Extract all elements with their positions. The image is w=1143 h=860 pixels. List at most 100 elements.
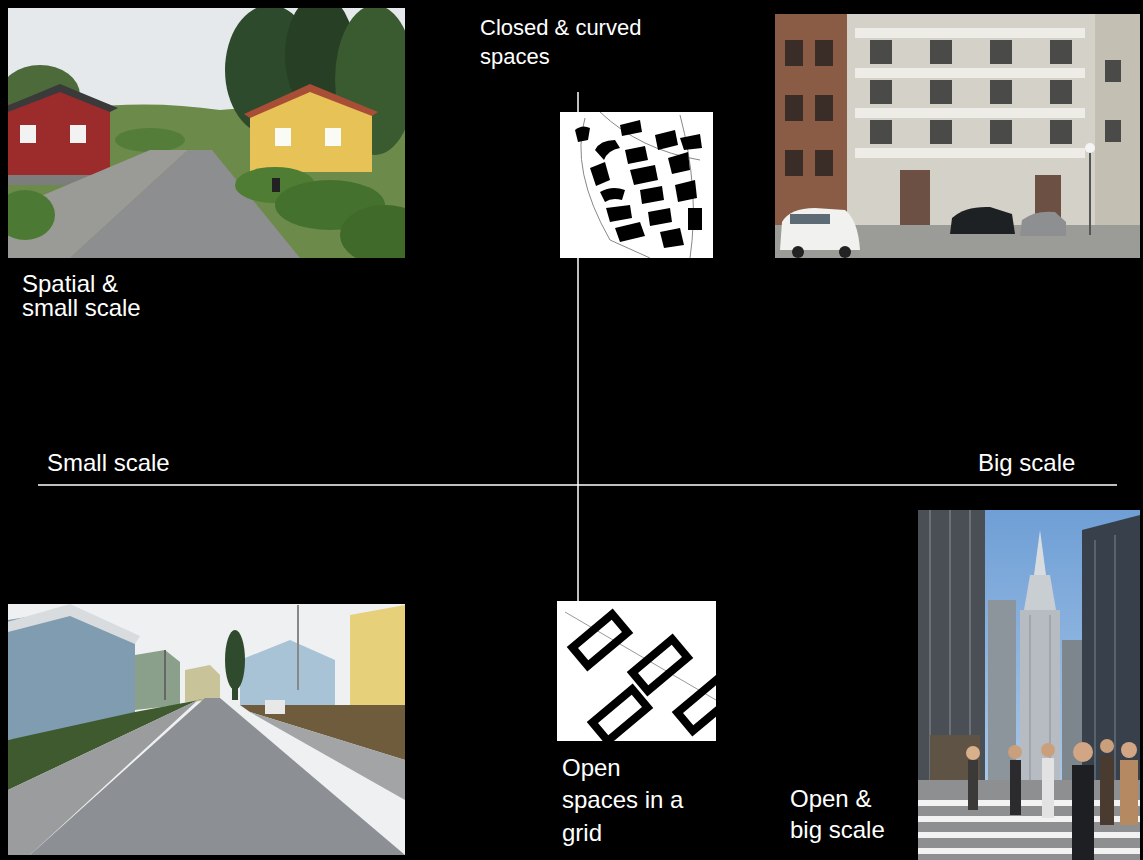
apartment-photo-part [1089,150,1091,235]
site-plan-part-part [600,188,625,202]
apartment-photo-part [900,170,930,225]
apartment-photo-part [855,108,1085,118]
street-photo-part [225,630,245,690]
street-photo [8,8,405,258]
apartment-photo-part [1085,143,1095,153]
site-plan-part-part-part [672,673,716,736]
apartment-photo-part [990,120,1012,144]
street-photo-part [297,605,299,690]
city-photo-part [1100,755,1114,825]
site-plan-part-part [648,208,672,226]
street-photo-part [275,128,291,146]
street-photo-part [135,650,180,710]
site-plan-part-part [680,134,702,150]
street-photo-part [265,700,285,714]
apartment-photo-part [1095,14,1140,244]
site-plan-part-part [630,165,658,185]
site-plan-part-part [595,140,620,160]
street-photo [8,604,405,855]
site-plan-part-part [567,608,634,671]
city-photo-part [1073,742,1093,762]
city-photo-part [1041,743,1055,757]
apartment-photo-part [815,95,833,121]
street-photo-part [8,84,118,112]
site-plan-part-part [620,120,642,136]
site-plan-part [560,112,713,258]
site-plan-part-part [606,205,632,222]
site-plan-part-part [668,152,690,174]
apartment-photo-part [785,95,803,121]
apartment-photo-part [1020,212,1066,236]
street-photo-part [340,205,405,258]
site-plan-part-part-part [567,608,634,671]
apartment-photo-part [790,214,830,224]
street-photo-part [8,604,405,855]
site-plan-part-part [655,130,678,150]
apartment-photo-part [1050,120,1072,144]
apartment-photo-part [792,246,804,258]
city-photo-part [1010,760,1021,815]
street-photo-part [350,605,405,705]
axis-label: Small scale [47,450,207,476]
apartment-photo-part [870,80,892,104]
apartment-photo-part [1050,80,1072,104]
street-photo-part [115,128,185,152]
site-plan-part-part-part [627,633,694,696]
apartment-photo-part [785,40,803,66]
site-plan-part-part [672,673,716,736]
city-photo-part [1008,745,1022,759]
site-plan-part-part [565,612,716,700]
apartment-photo [775,14,1140,258]
axis-label: Closed & curved spaces [480,14,660,71]
city-photo-part [1121,742,1137,758]
city-photo-part [918,510,1140,860]
city-photo-part [1020,610,1060,780]
street-photo-part [232,702,405,800]
city-photo-part [918,848,1140,854]
site-plan-part-part [627,633,694,696]
city-photo-part [1120,760,1138,825]
apartment-photo-part [1050,40,1072,64]
site-plan-part-part [615,222,645,242]
site-plan [560,112,713,258]
quadrant-label: Spatial & small scale [22,272,157,320]
apartment-photo-part [839,246,851,258]
city-photo-part [1042,758,1054,818]
street-photo-part [250,88,372,172]
site-plan-part [575,112,702,258]
site-plan-part-part [581,118,650,258]
street-photo-part [240,640,335,705]
apartment-photo-part [815,150,833,176]
apartment-photo-part [1105,60,1121,82]
axis-label: Big scale [978,450,1118,476]
street-photo-part [70,125,86,143]
city-photo-part [918,510,985,790]
site-plan-part-part [590,162,610,186]
site-plan-part-part [640,186,664,204]
street-photo-part [244,84,378,118]
apartment-photo-part [847,14,1095,229]
city-photo-part [1030,615,1031,780]
site-plan-part-part [660,228,684,248]
apartment-photo-part [990,40,1012,64]
site-plan-part-part [688,208,702,230]
apartment-photo-part [930,120,952,144]
street-photo-part [20,125,36,143]
axis-label: Open spaces in a grid [562,752,702,849]
city-photo-part [1072,765,1094,860]
apartment-photo-part [930,40,952,64]
apartment-photo-part [1105,120,1121,142]
city-photo-part [1034,530,1046,575]
site-plan-part-part [625,146,648,164]
street-photo-part [185,665,220,702]
site-plan-part-part [575,126,590,142]
apartment-photo-part [930,80,952,104]
apartment-photo-part [870,40,892,64]
street-photo-part [164,650,166,700]
site-plan [557,601,738,747]
apartment-photo-part [815,40,833,66]
apartment-photo-part [780,208,860,250]
apartment-photo-part [855,68,1085,78]
